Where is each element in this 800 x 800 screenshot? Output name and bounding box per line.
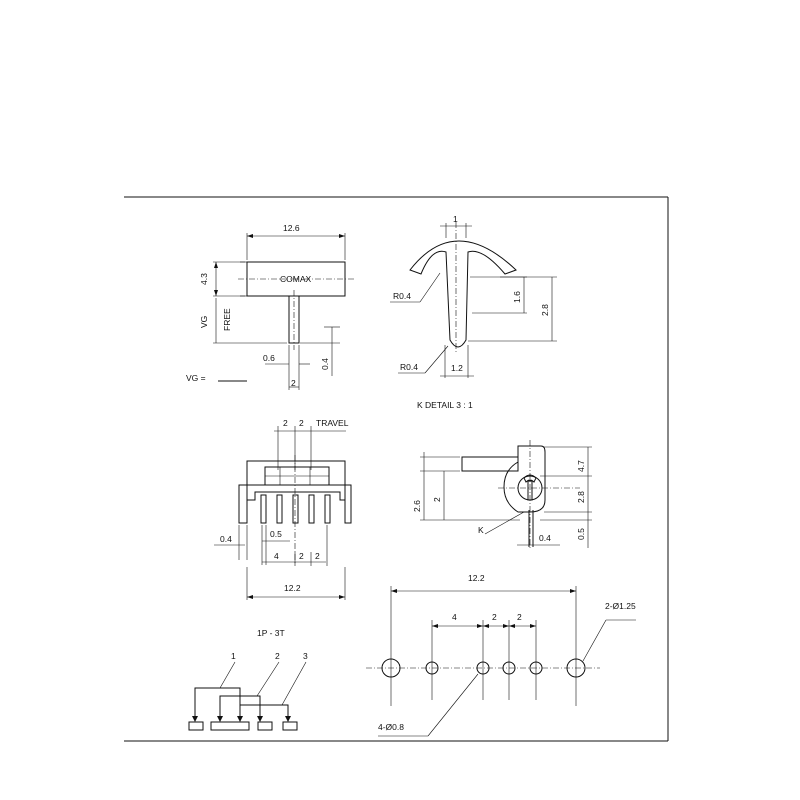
front-width-dim: 12.6 (283, 223, 300, 233)
side-view: 4.7 2.8 0.5 2.6 2 K 0.4 (412, 440, 592, 550)
schematic-1p3t: 1P - 3T 1 2 3 (188, 628, 308, 731)
side-h-05: 0.5 (576, 528, 586, 540)
detail-top-dim: 1 (453, 214, 458, 224)
pcb-spacing-3: 2 (517, 612, 522, 622)
schematic-pin-3: 3 (303, 651, 308, 661)
detail-caption: K DETAIL 3 : 1 (417, 400, 473, 410)
side-k-label: K (478, 525, 484, 535)
bottom-pin-dim: 0.4 (220, 534, 232, 544)
front-pin-dim: 0.6 (263, 353, 275, 363)
bottom-inner-dim: 0.5 (270, 529, 282, 539)
front-pin-spacing: 2 (291, 378, 296, 388)
detail-r-top: R0.4 (393, 291, 411, 301)
detail-height-total: 2.8 (540, 304, 550, 316)
bottom-total-dim: 12.2 (284, 583, 301, 593)
free-label: FREE (222, 308, 232, 331)
pcb-layout: 12.2 4 2 2 2-Ø1.25 4-Ø0.8 (366, 573, 636, 737)
brand-label: COMAX (280, 274, 312, 284)
bottom-spacing-1: 4 (274, 551, 279, 561)
detail-height-small: 1.6 (512, 291, 522, 303)
drawing-frame (124, 196, 669, 742)
front-height-dim: 4.3 (199, 273, 209, 285)
bottom-view: 2 2 TRAVEL 0.4 0.5 4 (214, 418, 352, 600)
side-h-top: 4.7 (576, 460, 586, 472)
k-detail-view: 1 R0.4 R0.4 1.6 2.8 1.2 K DETAIL 3 : 1 (390, 214, 557, 410)
pcb-spacing-2: 2 (492, 612, 497, 622)
pcb-pin-holes: 4-Ø0.8 (378, 722, 404, 732)
front-pin-dim2: 0.4 (320, 358, 330, 370)
travel-dim-1: 2 (283, 418, 288, 428)
bottom-spacing-3: 2 (315, 551, 320, 561)
travel-dim-2: 2 (299, 418, 304, 428)
vg-equals-label: VG = (186, 373, 206, 383)
pcb-spacing-1: 4 (452, 612, 457, 622)
pcb-total-dim: 12.2 (468, 573, 485, 583)
side-h-mid: 2.8 (576, 491, 586, 503)
schematic-pin-1: 1 (231, 651, 236, 661)
schematic-pin-2: 2 (275, 651, 280, 661)
detail-r-bottom: R0.4 (400, 362, 418, 372)
travel-label: TRAVEL (316, 418, 349, 428)
detail-bottom-dim: 1.2 (451, 363, 463, 373)
schematic-title: 1P - 3T (257, 628, 285, 638)
side-h-two: 2 (432, 497, 442, 502)
bottom-spacing-2: 2 (299, 551, 304, 561)
side-w-dim: 0.4 (539, 533, 551, 543)
front-view: 12.6 4.3 COMAX VG FREE 0.6 2 0.4 VG = (186, 223, 356, 390)
side-h-low: 2.6 (412, 500, 422, 512)
pcb-mount-holes: 2-Ø1.25 (605, 601, 636, 611)
vg-label: VG (199, 316, 209, 328)
